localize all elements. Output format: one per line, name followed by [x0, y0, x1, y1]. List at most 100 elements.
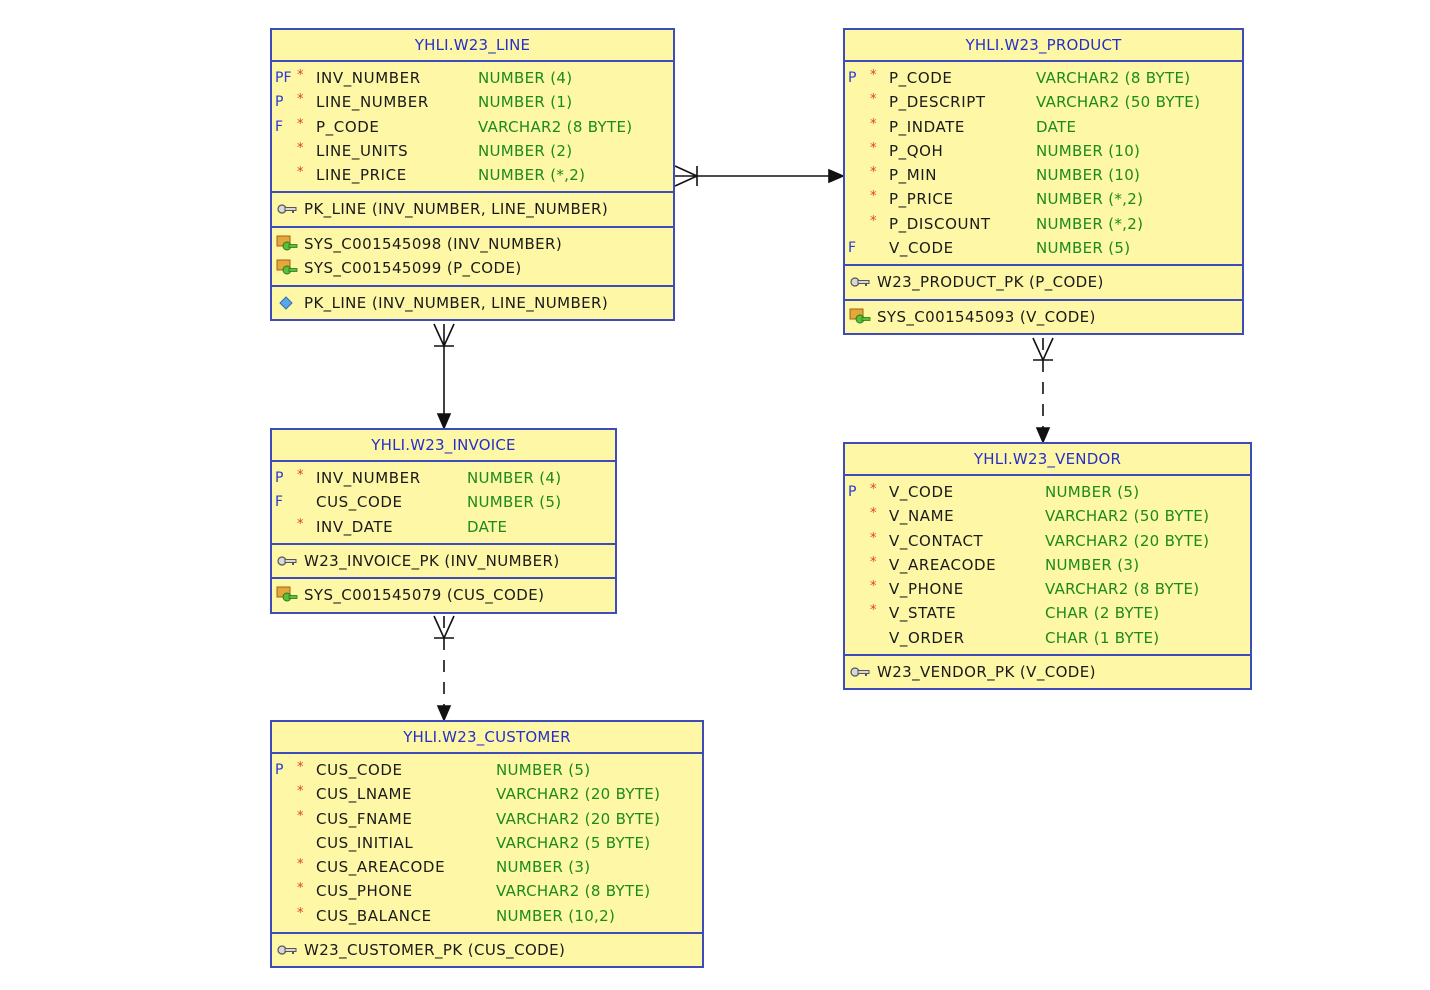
column-row: P * P_CODE VARCHAR2 (8 BYTE) — [845, 66, 1242, 90]
primary-key-row: PK_LINE (INV_NUMBER, LINE_NUMBER) — [272, 197, 673, 221]
column-name: CUS_INITIAL — [316, 833, 414, 852]
column-name: CUS_CODE — [316, 493, 403, 512]
column-name: CUS_BALANCE — [316, 906, 432, 925]
column-type: NUMBER (10) — [1036, 141, 1141, 160]
key-marker: P — [848, 484, 857, 500]
relationship-invoice-to-customer — [433, 615, 455, 723]
column-name: LINE_NUMBER — [316, 93, 429, 112]
column-name: P_MIN — [889, 166, 938, 185]
key-marker: P — [275, 94, 284, 111]
column-row: * P_MIN NUMBER (10) — [845, 163, 1242, 187]
mandatory-marker: * — [870, 579, 877, 595]
column-type: NUMBER (*,2) — [1036, 214, 1144, 233]
column-type: VARCHAR2 (8 BYTE) — [1036, 69, 1191, 87]
primary-key-label: W23_CUSTOMER_PK (CUS_CODE) — [304, 941, 566, 960]
column-type: VARCHAR2 (8 BYTE) — [1045, 580, 1200, 599]
column-name: P_CODE — [889, 69, 953, 87]
primary-key-section: W23_VENDOR_PK (V_CODE) — [845, 654, 1250, 688]
column-name: P_PRICE — [889, 190, 954, 209]
foreign-key-row: SYS_C001545079 (CUS_CODE) — [272, 583, 615, 607]
column-name: CUS_AREACODE — [316, 858, 446, 877]
mandatory-marker: * — [297, 116, 304, 132]
column-type: NUMBER (5) — [1045, 483, 1140, 501]
primary-key-row: W23_PRODUCT_PK (P_CODE) — [845, 270, 1242, 294]
table-title: YHLI.W23_LINE — [272, 30, 673, 62]
column-type: NUMBER (4) — [467, 469, 562, 487]
foreign-key-row: SYS_C001545099 (P_CODE) — [272, 256, 673, 280]
mandatory-marker: * — [297, 784, 304, 800]
table-product[interactable]: YHLI.W23_PRODUCT P * P_CODE VARCHAR2 (8 BYT… — [843, 28, 1244, 336]
relationship-product-to-vendor — [1032, 337, 1054, 445]
column-type: NUMBER (5) — [496, 761, 591, 779]
mandatory-marker: * — [870, 92, 877, 108]
table-title: YHLI.W23_INVOICE — [272, 430, 615, 462]
column-type: CHAR (2 BYTE) — [1045, 604, 1160, 623]
column-type: NUMBER (*,2) — [1036, 190, 1144, 209]
column-row: * CUS_LNAME VARCHAR2 (20 BYTE) — [272, 782, 702, 806]
key-marker: F — [275, 494, 284, 511]
foreign-key-row: SYS_C001545098 (INV_NUMBER) — [272, 232, 673, 256]
mandatory-marker: * — [870, 116, 877, 132]
key-marker: P — [275, 762, 284, 778]
column-type: NUMBER (2) — [478, 141, 573, 160]
column-name: CUS_FNAME — [316, 809, 413, 828]
column-name: V_STATE — [889, 604, 957, 623]
foreign-keys-section: SYS_C001545093 (V_CODE) — [845, 298, 1242, 333]
foreign-key-row: SYS_C001545093 (V_CODE) — [845, 305, 1242, 329]
mandatory-marker: * — [297, 92, 304, 108]
table-title: YHLI.W23_PRODUCT — [845, 30, 1242, 62]
mandatory-marker: * — [297, 881, 304, 897]
column-type: VARCHAR2 (8 BYTE) — [478, 117, 633, 136]
unique-key-row: PK_LINE (INV_NUMBER, LINE_NUMBER) — [272, 291, 673, 315]
mandatory-marker: * — [870, 213, 877, 229]
relationship-line-to-invoice — [433, 323, 455, 431]
unique-key-label: PK_LINE (INV_NUMBER, LINE_NUMBER) — [304, 293, 609, 312]
column-type: NUMBER (10,2) — [496, 906, 616, 925]
mandatory-marker: * — [870, 68, 877, 83]
mandatory-marker: * — [870, 165, 877, 181]
column-type: DATE — [1036, 117, 1077, 136]
foreign-key-icon — [849, 308, 871, 324]
key-icon — [277, 556, 297, 566]
column-row: * P_PRICE NUMBER (*,2) — [845, 187, 1242, 211]
column-name: CUS_PHONE — [316, 882, 413, 901]
primary-key-label: W23_INVOICE_PK (INV_NUMBER) — [304, 551, 560, 570]
column-type: NUMBER (4) — [478, 69, 573, 87]
column-type: NUMBER (10) — [1036, 166, 1141, 185]
key-marker: P — [848, 70, 857, 86]
column-type: VARCHAR2 (20 BYTE) — [496, 785, 661, 804]
column-name: LINE_PRICE — [316, 166, 407, 185]
foreign-key-label: SYS_C001545093 (V_CODE) — [877, 307, 1096, 326]
key-marker: PF — [275, 70, 292, 86]
column-type: VARCHAR2 (8 BYTE) — [496, 882, 651, 901]
column-type: NUMBER (5) — [1036, 239, 1131, 258]
mandatory-marker: * — [870, 189, 877, 205]
key-icon — [850, 667, 870, 677]
column-name: INV_DATE — [316, 517, 394, 536]
column-name: CUS_LNAME — [316, 785, 413, 804]
key-icon — [277, 204, 297, 215]
key-marker: F — [848, 240, 857, 257]
foreign-key-label: SYS_C001545099 (P_CODE) — [304, 259, 522, 278]
column-name: V_CODE — [889, 483, 954, 501]
column-name: P_CODE — [316, 117, 380, 136]
primary-key-row: W23_VENDOR_PK (V_CODE) — [845, 660, 1250, 684]
